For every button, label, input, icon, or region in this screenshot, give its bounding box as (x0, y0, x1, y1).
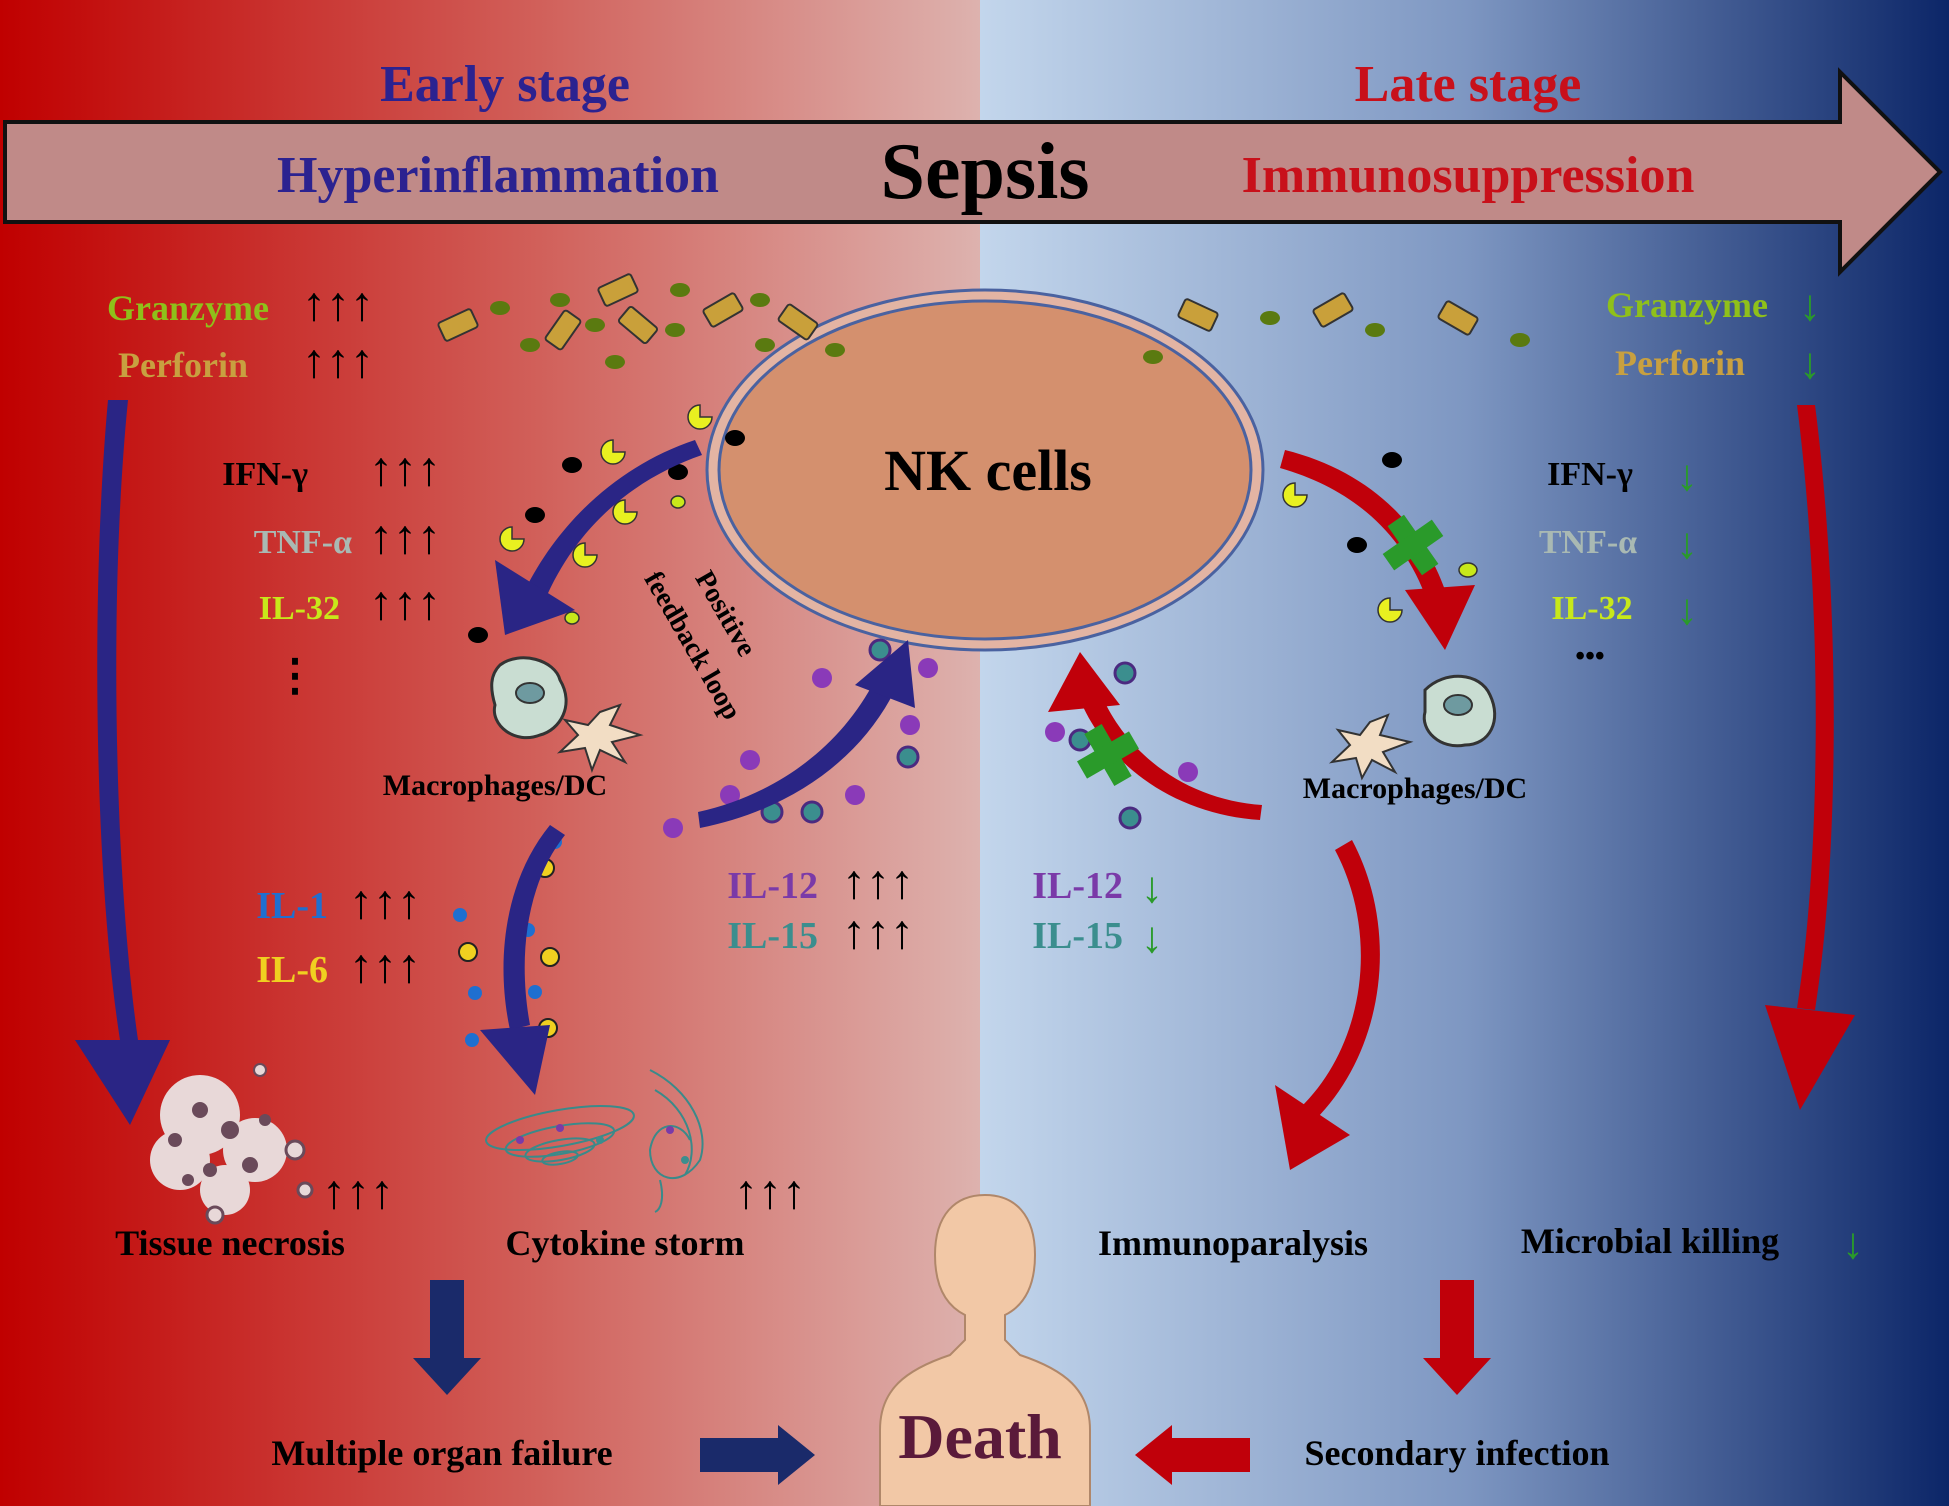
late-tnf-label: TNF-α (1539, 524, 1637, 561)
microbial-killing-label: Microbial killing (1521, 1221, 1779, 1261)
early-tnf-label: TNF-α (254, 524, 352, 561)
early-stage-label: Early stage (380, 56, 630, 113)
macrophage-to-nk-late-arrow (1048, 652, 1262, 820)
human-figure-icon (879, 1193, 1091, 1506)
tissue-necrosis-label: Tissue necrosis (115, 1223, 345, 1263)
early-ifn-up-arrows: ↑↑↑ (369, 443, 441, 496)
nk-to-macrophage-late-arrow (1280, 450, 1475, 650)
infection-to-death-arrow (1135, 1425, 1250, 1485)
late-ifn-label: IFN-γ (1547, 456, 1633, 493)
late-tnf-down-arrow: ↓ (1676, 519, 1698, 568)
organ-failure-to-death-arrow (700, 1425, 815, 1485)
death-label: Death (898, 1401, 1062, 1472)
early-il1-label: IL-1 (256, 885, 328, 927)
granzyme-to-necrosis-arrow (75, 400, 170, 1125)
late-il15-down-arrow: ↓ (1141, 913, 1163, 962)
multiple-organ-failure-label: Multiple organ failure (271, 1433, 612, 1473)
early-il15-label: IL-15 (727, 915, 818, 957)
late-granzyme-down-arrow: ↓ (1799, 281, 1821, 330)
necrosis-storm-down-arrow (413, 1280, 481, 1395)
nk-cells-label: NK cells (884, 438, 1092, 503)
late-il12-label: IL-12 (1032, 865, 1123, 907)
microbial-killing-down-arrow: ↓ (1842, 1219, 1864, 1268)
late-ellipsis: ••• (1575, 641, 1604, 672)
early-il1-up-arrows: ↑↑↑ (349, 876, 421, 929)
late-perforin-down-arrow: ↓ (1799, 339, 1821, 388)
early-granzyme-up-arrows: ↑↑↑ (302, 278, 374, 331)
macrophage-to-cytokine-storm-arrow (480, 825, 565, 1095)
early-granzyme-label: Granzyme (107, 288, 269, 328)
early-perforin-up-arrows: ↑↑↑ (302, 335, 374, 388)
il12-il15-particles (663, 638, 1198, 838)
late-il32-label: IL-32 (1551, 590, 1632, 627)
macrophage-dc-left (490, 656, 644, 773)
granules-left (437, 273, 845, 369)
early-ifn-label: IFN-γ (222, 456, 308, 493)
late-ifn-down-arrow: ↓ (1676, 451, 1698, 500)
late-perforin-label: Perforin (1615, 343, 1745, 383)
early-ellipsis: ⋮ (273, 651, 317, 700)
nk-to-macrophage-arrow (495, 440, 702, 635)
cytokine-storm-up-arrows: ↑↑↑ (734, 1166, 806, 1219)
sepsis-timeline-arrow (3, 67, 1943, 277)
il12-to-nk-arrow (698, 640, 915, 828)
early-macrophages-label: Macrophages/DC (383, 769, 607, 802)
tissue-necrosis-up-arrows: ↑↑↑ (322, 1166, 394, 1219)
early-il6-up-arrows: ↑↑↑ (349, 940, 421, 993)
immunoparalysis-down-arrow (1423, 1280, 1491, 1395)
late-cytokine-particles (1282, 452, 1478, 623)
immunoparalysis-label: Immunoparalysis (1098, 1223, 1368, 1263)
early-il32-label: IL-32 (259, 590, 340, 627)
perforin-to-microbial-killing-arrow (1765, 405, 1855, 1110)
nk-cell (705, 288, 1265, 652)
late-macrophages-label: Macrophages/DC (1303, 772, 1527, 805)
late-stage-label: Late stage (1355, 56, 1582, 113)
inhibition-cross-lower (1077, 724, 1139, 786)
granules-right (1143, 292, 1530, 364)
early-il12-up-arrows: ↑↑↑ (842, 856, 914, 909)
macrophage-to-immunoparalysis-arrow (1275, 840, 1380, 1170)
early-cytokine-particles (468, 404, 745, 643)
early-il32-up-arrows: ↑↑↑ (369, 577, 441, 630)
early-il6-label: IL-6 (256, 949, 328, 991)
cytokine-storm-label: Cytokine storm (506, 1223, 745, 1263)
late-il32-down-arrow: ↓ (1676, 585, 1698, 634)
late-il15-label: IL-15 (1032, 915, 1123, 957)
secondary-infection-label: Secondary infection (1305, 1433, 1610, 1473)
early-il12-label: IL-12 (727, 865, 818, 907)
macrophage-dc-right (1328, 674, 1497, 781)
early-tnf-up-arrows: ↑↑↑ (369, 511, 441, 564)
early-perforin-label: Perforin (118, 345, 248, 385)
tissue-necrosis-icon (150, 1063, 314, 1225)
early-il15-up-arrows: ↑↑↑ (842, 906, 914, 959)
immunosuppression-label: Immunosuppression (1242, 147, 1695, 204)
sepsis-title: Sepsis (881, 128, 1090, 216)
late-il12-down-arrow: ↓ (1141, 863, 1163, 912)
inhibition-cross-upper (1382, 514, 1444, 576)
late-granzyme-label: Granzyme (1606, 285, 1768, 325)
early-stage-background (0, 0, 980, 1506)
hyperinflammation-label: Hyperinflammation (277, 147, 719, 204)
cytokine-storm-icon (485, 1069, 704, 1213)
